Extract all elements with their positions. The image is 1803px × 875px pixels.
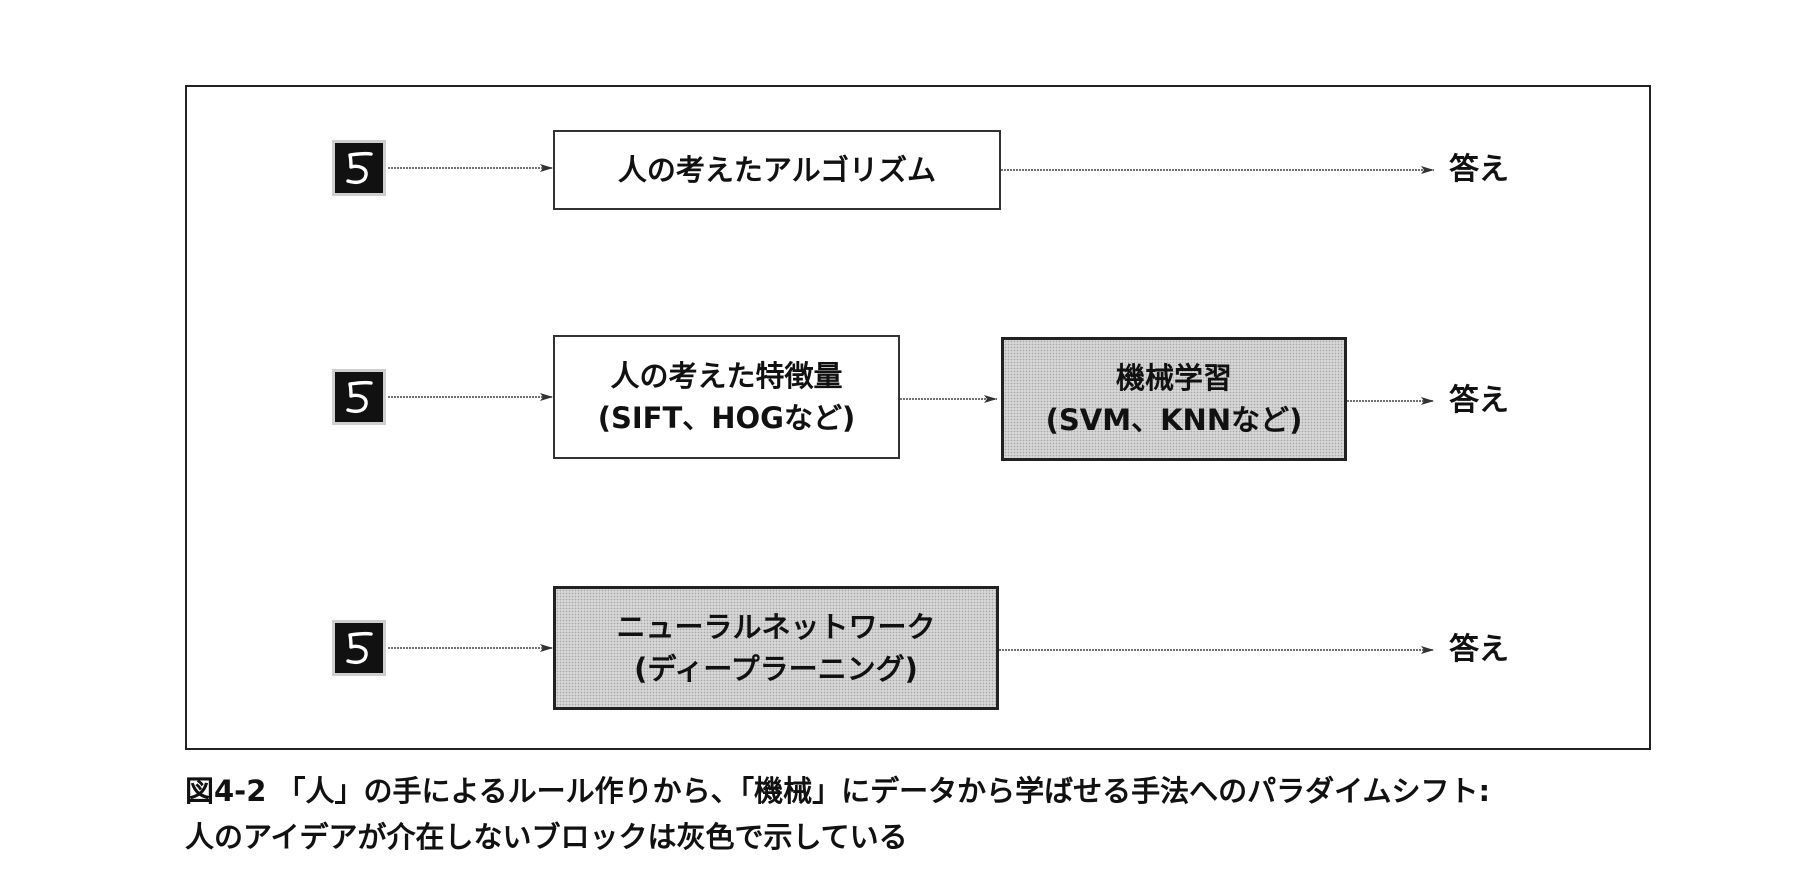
answer-label-row1: 答え — [1449, 152, 1509, 187]
machine-learning-box: 機械学習 (SVM、KNNなど) — [1001, 337, 1347, 461]
box-sublabel: (ディープラーニング) — [634, 652, 918, 686]
box-label: 人の考えたアルゴリズム — [617, 153, 937, 187]
human-feature-box: 人の考えた特徴量 (SIFT、HOGなど) — [553, 335, 900, 459]
box-sublabel: (SVM、KNNなど) — [1045, 403, 1303, 437]
digit-five-icon — [335, 143, 383, 193]
digit-five-icon — [335, 372, 383, 422]
box-label: ニューラルネットワーク — [616, 610, 936, 644]
diagram-frame — [185, 85, 1651, 750]
box-label: 人の考えた特徴量 — [610, 359, 843, 393]
box-label: 機械学習 — [1115, 361, 1232, 395]
box-sublabel: (SIFT、HOGなど) — [597, 401, 856, 435]
digit-five-icon — [335, 623, 383, 673]
answer-label-row2: 答え — [1449, 383, 1509, 418]
caption-line-2: 人のアイデアが介在しないブロックは灰色で示している — [185, 820, 908, 854]
human-algorithm-box: 人の考えたアルゴリズム — [553, 130, 1001, 210]
answer-label-row3: 答え — [1449, 632, 1509, 667]
caption-line-1: 図4-2 「人」の手によるルール作りから、「機械」にデータから学ばせる手法へのパ… — [185, 774, 1491, 808]
neural-network-box: ニューラルネットワーク (ディープラーニング) — [553, 586, 999, 710]
figure-caption: 図4-2 「人」の手によるルール作りから、「機械」にデータから学ばせる手法へのパ… — [185, 768, 1655, 860]
